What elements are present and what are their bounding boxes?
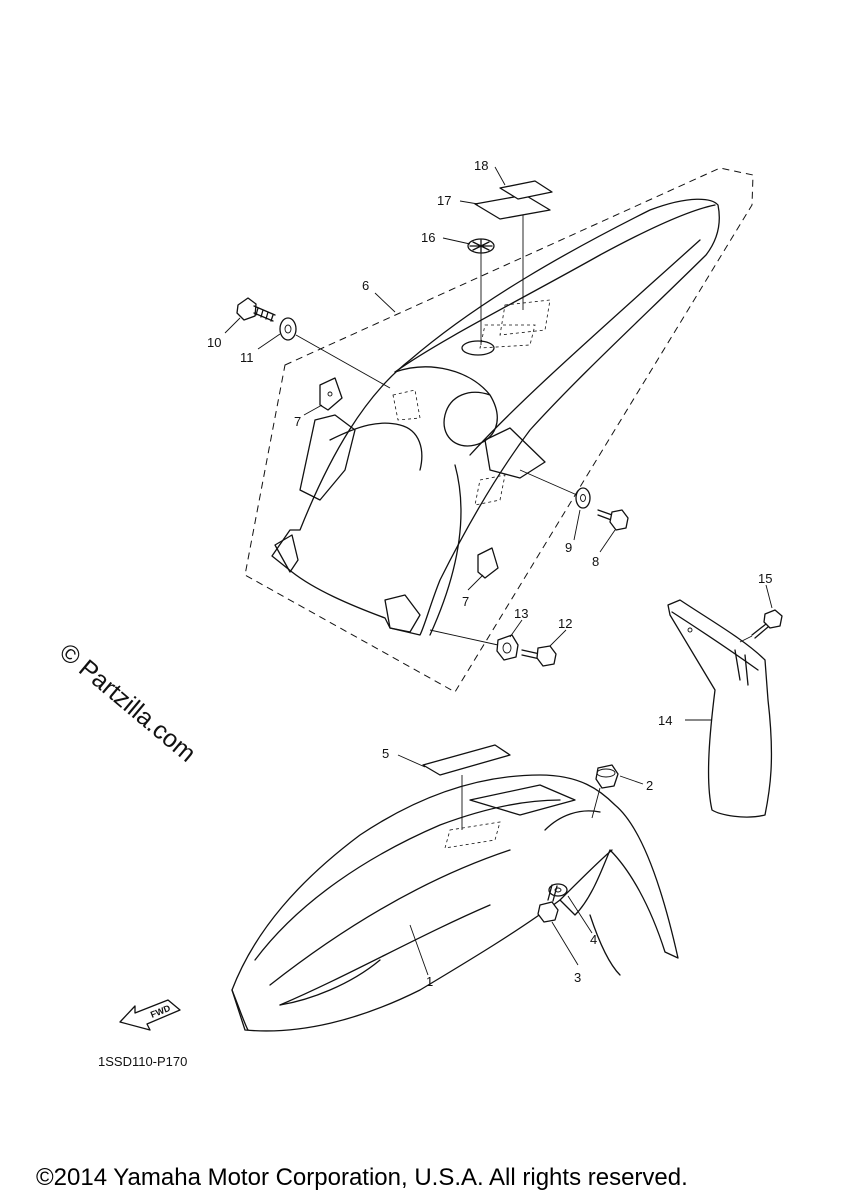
mud-flap-14[interactable] — [667, 599, 773, 818]
decal-5[interactable] — [422, 744, 511, 776]
callout-14: 14 — [658, 713, 672, 728]
bolt-8[interactable] — [597, 509, 629, 531]
bolt-12[interactable] — [521, 645, 557, 667]
callout-3: 3 — [574, 970, 581, 985]
callout-11: 11 — [240, 350, 254, 365]
callout-6: 6 — [362, 278, 369, 293]
callout-9: 9 — [565, 540, 572, 555]
callout-13: 13 — [514, 606, 528, 621]
copyright-notice: ©2014 Yamaha Motor Corporation, U.S.A. A… — [36, 1164, 688, 1191]
callout-16: 16 — [421, 230, 435, 245]
washer-11[interactable] — [279, 317, 297, 341]
front-fender[interactable] — [231, 774, 679, 1032]
callout-12: 12 — [558, 616, 572, 631]
callout-8: 8 — [592, 554, 599, 569]
collar-2[interactable] — [595, 764, 619, 789]
rear-fender[interactable] — [271, 198, 720, 636]
washer-9[interactable] — [575, 487, 591, 509]
callout-2: 2 — [646, 778, 653, 793]
grommet-16[interactable] — [467, 238, 495, 254]
diagram-reference-code: 1SSD110-P170 — [98, 1054, 188, 1069]
bolt-10[interactable] — [236, 297, 276, 322]
label-17[interactable] — [474, 194, 551, 220]
nut-13[interactable] — [496, 634, 519, 661]
callout-7-upper: 7 — [294, 414, 301, 429]
screw-15[interactable] — [751, 609, 783, 639]
bolt-3[interactable] — [537, 884, 559, 923]
fwd-arrow-icon: FWD — [119, 999, 181, 1031]
label-18[interactable] — [499, 180, 553, 200]
callout-15: 15 — [758, 571, 772, 586]
clip-upper[interactable] — [319, 377, 343, 411]
clip-lower[interactable] — [477, 547, 499, 579]
callout-1: 1 — [426, 974, 433, 989]
callout-5: 5 — [382, 746, 389, 761]
callout-4: 4 — [590, 932, 597, 947]
callout-10: 10 — [207, 335, 221, 350]
callout-18: 18 — [474, 158, 488, 173]
callout-17: 17 — [437, 193, 451, 208]
washer-4[interactable] — [548, 883, 568, 897]
callout-7-lower: 7 — [462, 594, 469, 609]
rear-fender-assembly-outline — [244, 167, 754, 693]
